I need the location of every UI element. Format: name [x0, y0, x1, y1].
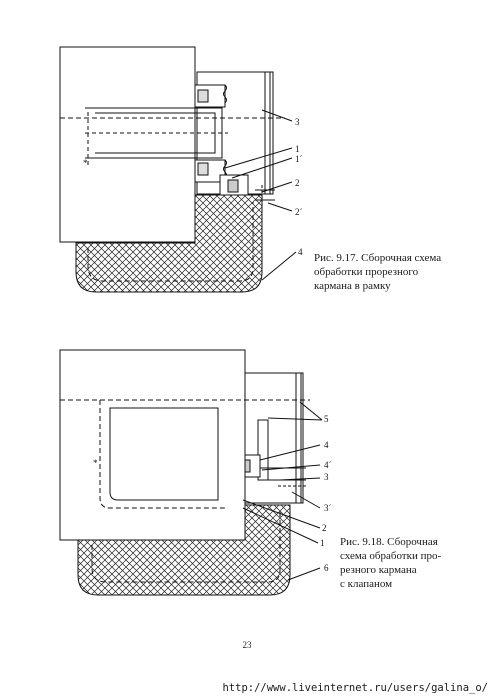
figure-9-17-drawing: *: [59, 46, 297, 293]
label-2: 2: [322, 523, 327, 533]
label-4-prime: 4´: [324, 460, 332, 470]
label-2-prime: 2´: [295, 207, 303, 217]
figure-9-17-caption: Рис. 9.17. Сборочная схема обработки про…: [314, 252, 442, 292]
label-3: 3: [295, 117, 300, 127]
label-4: 4: [298, 247, 303, 257]
page-number: 23: [242, 640, 252, 650]
label-3-prime: 3´: [324, 503, 332, 513]
label-2: 2: [295, 178, 300, 188]
label-3: 3: [324, 472, 329, 482]
figure-9-17-labels: 3 1 1´ 2 2´ 4: [295, 117, 303, 257]
label-1: 1: [320, 538, 325, 548]
label-5: 5: [324, 414, 329, 424]
figure-9-18-caption: Рис. 9.18. Сборочная схема обработки про…: [340, 536, 442, 590]
pocket-lining-hatched: [75, 194, 263, 293]
figure-9-18-drawing: *: [59, 349, 323, 596]
label-1-prime: 1´: [295, 154, 303, 164]
label-4: 4: [324, 440, 329, 450]
label-6: 6: [324, 563, 329, 573]
figure-9-18-labels: 5 4 4´ 3 3´ 2 1 6: [320, 414, 332, 573]
svg-text:*: *: [83, 158, 88, 168]
label-1: 1: [295, 144, 300, 154]
svg-text:*: *: [93, 458, 98, 468]
watermark-url: http://www.liveinternet.ru/users/galina_…: [222, 682, 488, 694]
pocket-lining-hatched: [77, 504, 291, 596]
